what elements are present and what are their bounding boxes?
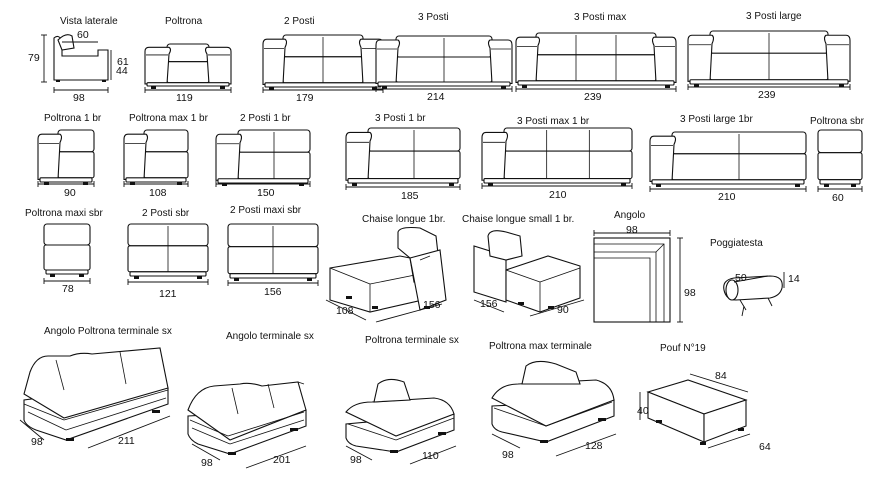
label-angolo: Angolo: [614, 210, 646, 221]
label-2-posti-1br: 2 Posti 1 br: [240, 113, 291, 124]
dim-3-posti-large: 239: [758, 89, 776, 101]
dim-pouf-w: 84: [715, 370, 727, 382]
label-3-posti: 3 Posti: [418, 12, 449, 23]
label-poltrona-max-1br: Poltrona max 1 br: [129, 113, 208, 124]
label-poltrona: Poltrona: [165, 16, 203, 27]
label-poltrona-1br: Poltrona 1 br: [44, 113, 102, 124]
dim-3-posti-1br: 185: [401, 190, 419, 202]
dim-poltrona-maxi-sbr: 78: [62, 283, 74, 295]
label-poltrona-sbr: Poltrona sbr: [810, 116, 864, 127]
poltrona-drawing: [144, 43, 232, 93]
dim-3-posti-large-1br: 210: [718, 191, 736, 203]
label-poltrona-maxi-sbr: Poltrona maxi sbr: [25, 208, 103, 219]
dim-angolo-h: 98: [684, 287, 696, 299]
label-2-posti: 2 Posti: [284, 16, 315, 27]
2-posti-maxi-sbr-drawing: [227, 223, 319, 286]
chaise-longue-small-1br-drawing: [473, 230, 585, 317]
poltrona-maxi-sbr-drawing: [43, 223, 91, 284]
dim-side-top: 60: [77, 29, 89, 41]
label-angolo-poltrona-terminale-sx: Angolo Poltrona terminale sx: [44, 326, 172, 337]
dim-poltrona: 119: [176, 92, 193, 104]
angolo-terminale-sx-drawing: [187, 381, 307, 469]
dim-poggiatesta-w: 50: [735, 272, 747, 284]
dim-pt-len: 110: [422, 450, 439, 462]
label-vista-laterale: Vista laterale: [60, 16, 118, 27]
dim-side-depth: 98: [73, 92, 85, 104]
side-view-drawing: [41, 34, 112, 93]
chaise-longue-1br-drawing: [325, 226, 447, 323]
dim-apt-depth: 98: [31, 436, 43, 448]
dim-chaise-small-depth: 90: [557, 304, 569, 316]
dim-apt-len: 211: [118, 435, 135, 447]
dim-poggiatesta-h: 14: [788, 273, 800, 285]
3-posti-large-drawing: [687, 30, 851, 90]
dim-poltrona-sbr: 60: [832, 192, 844, 204]
label-3-posti-max-1br: 3 Posti max 1 br: [517, 116, 590, 127]
label-angolo-terminale-sx: Angolo terminale sx: [226, 331, 314, 342]
pouf-drawing: [639, 373, 751, 449]
dim-3-posti-max: 239: [584, 91, 602, 103]
3-posti-max-drawing: [515, 32, 677, 92]
2-posti-sbr-drawing: [127, 223, 209, 285]
label-3-posti-large-1br: 3 Posti large 1br: [680, 114, 753, 125]
poltrona-sbr-drawing: [817, 129, 863, 192]
dim-3-posti: 214: [427, 91, 445, 103]
dim-2-posti-1br: 150: [257, 187, 275, 199]
poggiatesta-drawing: [723, 272, 785, 317]
dim-angolo-w: 98: [626, 224, 638, 236]
dim-pouf-h: 40: [637, 405, 649, 417]
dim-at-depth: 98: [201, 457, 213, 469]
dim-chaise-len: 156: [423, 299, 441, 311]
label-3-posti-large: 3 Posti large: [746, 11, 802, 22]
dim-pouf-d: 64: [759, 441, 771, 453]
poltrona-terminale-sx-drawing: [345, 378, 457, 465]
3-posti-drawing: [375, 35, 513, 92]
angolo-drawing: [593, 230, 683, 323]
dim-2-posti: 179: [296, 92, 314, 104]
label-2-posti-sbr: 2 Posti sbr: [142, 208, 190, 219]
label-3-posti-1br: 3 Posti 1 br: [375, 113, 426, 124]
dim-pmt-depth: 98: [502, 449, 514, 461]
label-pouf: Pouf N°19: [660, 343, 706, 354]
label-chaise-longue-1br: Chaise longue 1br.: [362, 214, 446, 225]
dim-pmt-len: 128: [585, 440, 603, 452]
dim-2-posti-sbr: 121: [159, 288, 177, 300]
dim-at-len: 201: [273, 454, 291, 466]
dim-side-arm: 44: [116, 65, 128, 77]
2-posti-drawing: [262, 34, 384, 93]
2-posti-1br-drawing: [215, 129, 311, 187]
label-2-posti-maxi-sbr: 2 Posti maxi sbr: [230, 205, 302, 216]
dim-poltrona-1br: 90: [64, 187, 76, 199]
label-chaise-longue-small-1br: Chaise longue small 1 br.: [462, 214, 575, 225]
dim-3-posti-max-1br: 210: [549, 189, 567, 201]
dim-side-seat: 61: [117, 56, 129, 68]
label-poggiatesta: Poggiatesta: [710, 238, 763, 249]
label-poltrona-max-terminale: Poltrona max terminale: [489, 341, 592, 352]
angolo-poltrona-terminale-sx-drawing: [19, 347, 171, 449]
dim-chaise-depth: 108: [336, 305, 354, 317]
label-poltrona-terminale-sx: Poltrona terminale sx: [365, 335, 459, 346]
label-3-posti-max: 3 Posti max: [574, 12, 627, 23]
poltrona-max-terminale-drawing: [491, 360, 617, 457]
3-posti-max-1br-drawing: [481, 127, 633, 189]
dim-poltrona-max-1br: 108: [149, 187, 167, 199]
dim-2-posti-maxi-sbr: 156: [264, 286, 282, 298]
dim-pt-depth: 98: [350, 454, 362, 466]
3-posti-large-1br-drawing: [649, 131, 807, 192]
dim-chaise-small-len: 156: [480, 298, 498, 310]
poltrona-1br-drawing: [37, 129, 95, 187]
dim-side-height: 79: [28, 52, 40, 64]
poltrona-max-1br-drawing: [123, 129, 189, 187]
3-posti-1br-drawing: [345, 127, 461, 190]
